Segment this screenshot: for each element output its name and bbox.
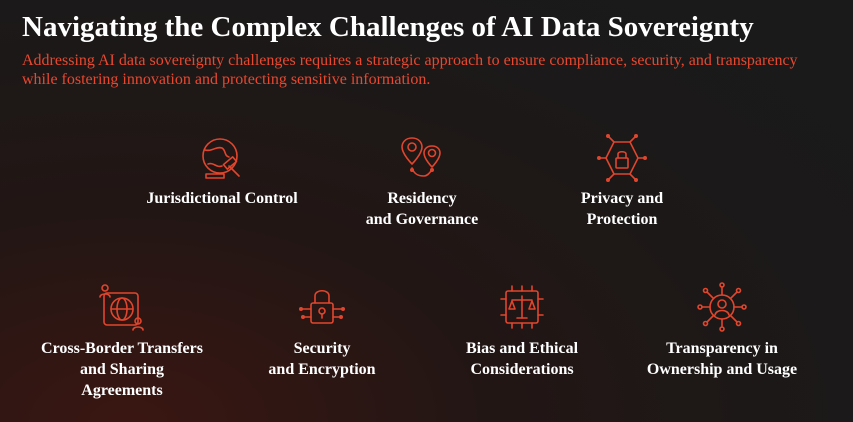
- location-pins-icon: [401, 137, 441, 177]
- page-subtitle: Addressing AI data sovereignty challenge…: [22, 52, 798, 88]
- item-label: Privacy and Protection: [580, 190, 664, 228]
- item-label: Residency and Governance: [365, 190, 479, 228]
- globe-users-transfer-icon: [99, 284, 144, 331]
- item-jurisdictional-control: Jurisdictional Control: [112, 132, 332, 209]
- page-title: Navigating the Complex Challenges of AI …: [22, 11, 754, 43]
- item-residency-governance: Residency and Governance: [312, 132, 532, 230]
- globe-gavel-icon: [202, 138, 240, 179]
- item-bias-ethical: Bias and Ethical Considerations: [412, 281, 632, 380]
- padlock-circuit-icon: [299, 289, 345, 324]
- item-security-encryption: Security and Encryption: [212, 281, 432, 380]
- item-label: Security and Encryption: [268, 340, 376, 378]
- item-privacy-protection: Privacy and Protection: [512, 132, 732, 230]
- item-label: Bias and Ethical Considerations: [465, 340, 579, 378]
- item-transparency-ownership: Transparency in Ownership and Usage: [612, 281, 832, 380]
- item-label: Jurisdictional Control: [146, 190, 298, 207]
- scales-chip-icon: [500, 285, 544, 329]
- user-network-icon: [697, 282, 747, 332]
- shield-lock-network-icon: [597, 134, 647, 182]
- item-cross-border-transfers: Cross-Border Transfers and Sharing Agree…: [12, 281, 232, 401]
- item-label: Cross-Border Transfers and Sharing Agree…: [41, 340, 203, 399]
- item-label: Transparency in Ownership and Usage: [646, 340, 798, 378]
